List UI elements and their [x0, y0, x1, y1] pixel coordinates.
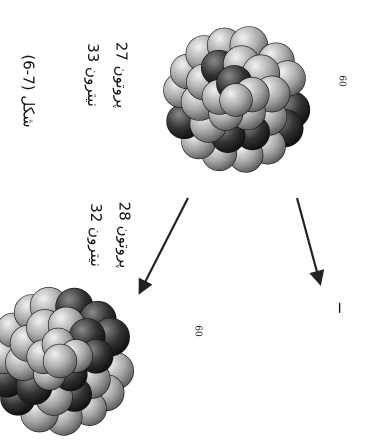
top-mass-number: 60: [337, 75, 347, 86]
top-protons-label: 27 پروتون: [113, 42, 129, 109]
decay-arrow: [140, 198, 188, 292]
nucleus-bottom: [0, 287, 134, 435]
figure-caption: شکل (7-6): [20, 54, 38, 127]
bottom-mass-number: 60: [193, 325, 203, 336]
bottom-neutrons-label: 32 نیترون: [88, 203, 104, 267]
beta-sign: −: [332, 301, 348, 314]
bottom-protons-label: 28 پروتون: [116, 202, 132, 269]
nucleus-top: [164, 27, 310, 173]
top-neutrons-label: 33 نیترون: [85, 43, 101, 107]
beta-particle-arrow: [297, 198, 320, 283]
proton-sphere: [220, 84, 253, 117]
proton-sphere: [43, 344, 77, 378]
